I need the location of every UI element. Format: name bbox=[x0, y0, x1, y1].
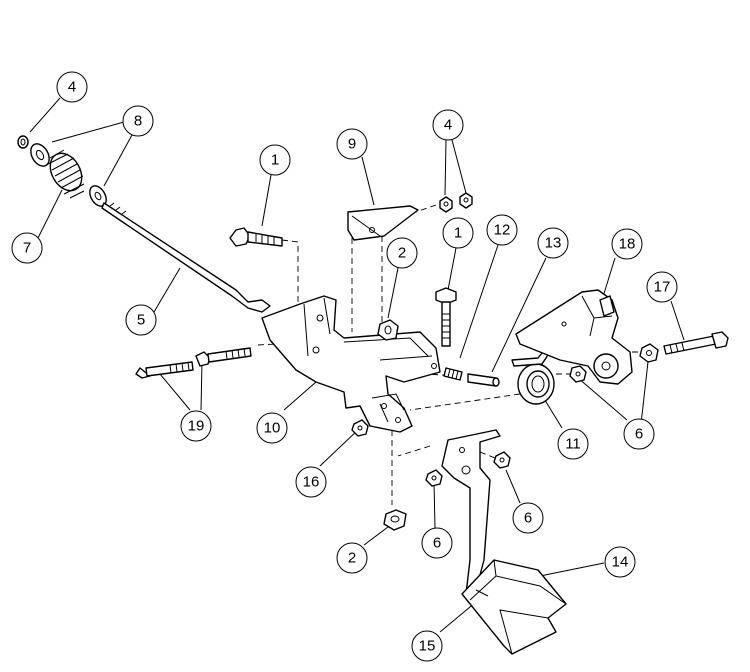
callouts: 4 8 7 5 1 9 4 2 1 12 13 18 17 19 10 11 6… bbox=[11, 71, 678, 662]
nut-6-right bbox=[569, 365, 587, 383]
nuts-4-right bbox=[439, 192, 473, 213]
svg-text:7: 7 bbox=[23, 240, 31, 257]
bracket-18 bbox=[515, 289, 633, 385]
svg-text:2: 2 bbox=[348, 550, 356, 567]
pedal-pad-14 bbox=[461, 559, 567, 655]
callout-5: 5 bbox=[125, 304, 157, 336]
pin-13 bbox=[467, 373, 500, 387]
spring-7 bbox=[47, 149, 85, 199]
bolt-1-upper bbox=[229, 227, 283, 247]
svg-text:4: 4 bbox=[68, 79, 76, 96]
svg-text:1: 1 bbox=[454, 225, 462, 242]
callout-2b: 2 bbox=[336, 542, 368, 574]
rod-5 bbox=[101, 202, 271, 313]
callout-16: 16 bbox=[295, 466, 327, 498]
bolt-17 bbox=[663, 331, 729, 355]
nut-6-pedal-left bbox=[425, 469, 443, 487]
svg-text:10: 10 bbox=[264, 420, 281, 437]
callout-7: 7 bbox=[11, 232, 43, 264]
nut-4-left bbox=[17, 135, 29, 149]
nut-2-lower bbox=[383, 509, 407, 531]
svg-text:15: 15 bbox=[419, 638, 436, 655]
svg-text:8: 8 bbox=[134, 113, 142, 130]
callout-17: 17 bbox=[646, 271, 678, 303]
callout-15: 15 bbox=[411, 630, 443, 662]
callout-14: 14 bbox=[604, 546, 636, 578]
leader-lines bbox=[29, 97, 685, 633]
svg-text:18: 18 bbox=[619, 236, 636, 253]
pin-12 bbox=[443, 367, 463, 381]
nut-16 bbox=[351, 419, 369, 437]
nut-2-upper bbox=[377, 319, 399, 341]
svg-text:19: 19 bbox=[188, 418, 205, 435]
svg-text:4: 4 bbox=[444, 117, 452, 134]
callout-8: 8 bbox=[122, 105, 154, 137]
washer-8-right bbox=[89, 185, 107, 207]
bolts-19 bbox=[135, 347, 252, 379]
svg-text:14: 14 bbox=[612, 554, 629, 571]
callout-18: 18 bbox=[611, 228, 643, 260]
callout-13: 13 bbox=[537, 227, 569, 259]
callout-10: 10 bbox=[256, 412, 288, 444]
callout-4a: 4 bbox=[56, 71, 88, 103]
nut-6-pedal-right bbox=[493, 451, 511, 469]
svg-text:6: 6 bbox=[433, 535, 441, 552]
callout-1a: 1 bbox=[259, 144, 291, 176]
cover-9 bbox=[347, 205, 419, 241]
callout-6b: 6 bbox=[421, 527, 453, 559]
svg-text:1: 1 bbox=[271, 152, 279, 169]
svg-text:6: 6 bbox=[635, 426, 643, 443]
callout-12: 12 bbox=[486, 214, 518, 246]
bracket-10 bbox=[261, 295, 441, 433]
svg-text:11: 11 bbox=[565, 436, 581, 453]
torsion-spring-11 bbox=[511, 347, 555, 405]
washer-8-left bbox=[30, 143, 50, 167]
svg-text:2: 2 bbox=[398, 245, 406, 262]
svg-text:5: 5 bbox=[137, 312, 145, 329]
callout-1b: 1 bbox=[442, 217, 474, 249]
callout-9: 9 bbox=[336, 128, 368, 160]
callout-4b: 4 bbox=[432, 109, 464, 141]
callout-6c: 6 bbox=[512, 502, 544, 534]
callout-6a: 6 bbox=[623, 418, 655, 450]
svg-text:9: 9 bbox=[348, 136, 356, 153]
svg-text:16: 16 bbox=[303, 474, 320, 491]
svg-text:17: 17 bbox=[654, 279, 671, 296]
svg-text:6: 6 bbox=[524, 510, 532, 527]
callout-19: 19 bbox=[180, 410, 212, 442]
svg-text:13: 13 bbox=[545, 235, 562, 252]
return-spring-assembly bbox=[17, 135, 271, 313]
callout-11: 11 bbox=[557, 428, 589, 460]
nut-6-far-right bbox=[639, 343, 659, 363]
svg-text:12: 12 bbox=[494, 222, 511, 239]
bolt-1-vertical bbox=[435, 287, 457, 347]
callout-2a: 2 bbox=[386, 237, 418, 269]
